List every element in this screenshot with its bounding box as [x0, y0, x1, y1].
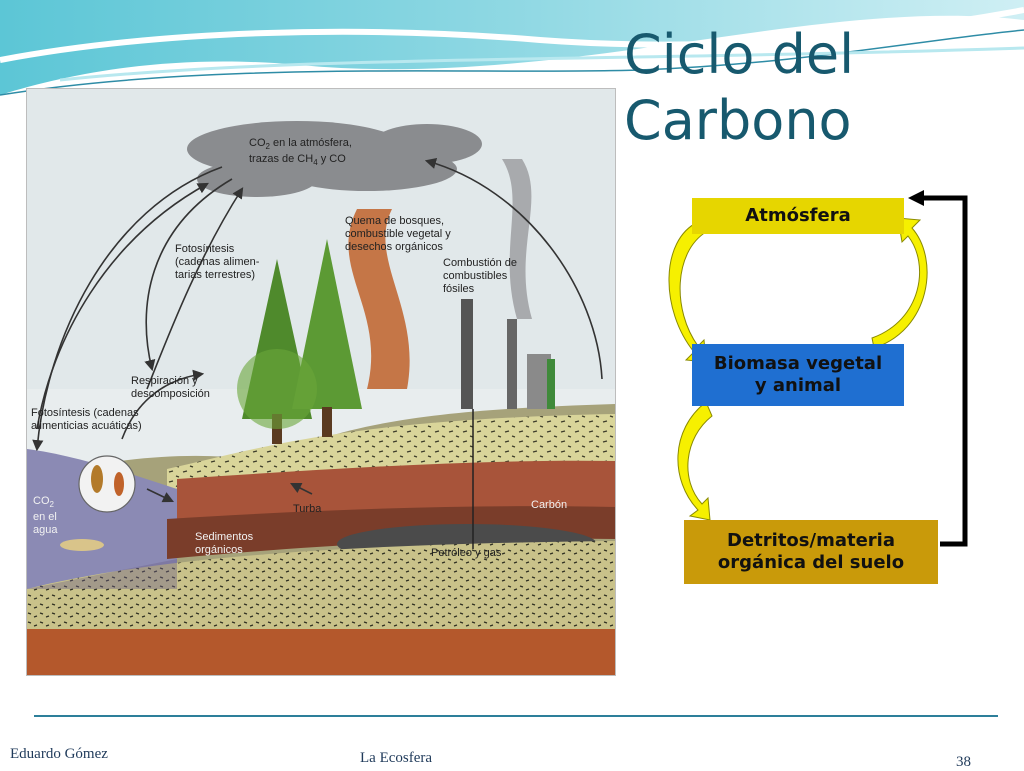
aquatic-photosynthesis-label: Fotosíntesis (cadenas alimenticias acuát… [31, 407, 142, 432]
arrow-detritos-to-atmosfera [922, 195, 968, 547]
footer-page-number: 38 [956, 754, 971, 770]
trees [237, 239, 362, 444]
fossil-combustion-label: Combustión de combustibles fósiles [443, 257, 517, 295]
carbon-cycle-flow-diagram: Atmósfera Biomasa vegetal y animal Detri… [640, 180, 1024, 600]
footer-author: Eduardo Gómez [10, 746, 108, 762]
coal-label: Carbón [531, 499, 568, 511]
peat-label: Turba [293, 503, 322, 515]
forest-burning-label: Quema de bosques, combustible vegetal y … [345, 215, 451, 253]
oil-gas-label: Petróleo y gas [431, 547, 502, 559]
footer-topic: La Ecosfera [360, 750, 433, 766]
arrow-biomasa-to-atmosfera [871, 217, 928, 349]
flow-arrows [668, 190, 968, 547]
sediments-label: Sedimentos orgánicos [195, 531, 254, 556]
header-swoosh-decoration [0, 0, 1024, 96]
arrow-biomasa-to-detritos [677, 401, 713, 521]
detritos-box: Detritos/materia orgánica del suelo [684, 520, 938, 584]
smoke-cloud [187, 121, 482, 197]
land-photosynthesis-label: Fotosíntesis (cadenas alimen- tarias ter… [175, 243, 260, 281]
co2-water-label: CO2 en el agua [33, 495, 58, 537]
atmosphere-label: CO2 en la atmósfera, trazas de CH4 y CO [249, 137, 352, 168]
slide-title: Ciclo del Carbono [624, 22, 854, 154]
atmosfera-box: Atmósfera [692, 198, 904, 234]
carbon-cycle-illustration: CO2 en la atmósfera, trazas de CH4 y CO … [26, 88, 616, 676]
arrow-atmosfera-to-biomasa [668, 221, 707, 363]
footer-divider [34, 715, 998, 717]
biomasa-box: Biomasa vegetal y animal [692, 344, 904, 406]
slide-title-line-1: Ciclo del [624, 23, 855, 86]
slide-title-line-2: Carbono [624, 89, 852, 152]
carbon-cycle-scene [27, 89, 615, 675]
respiration-label: Respiración y descomposición [131, 375, 210, 400]
factory [461, 299, 555, 409]
